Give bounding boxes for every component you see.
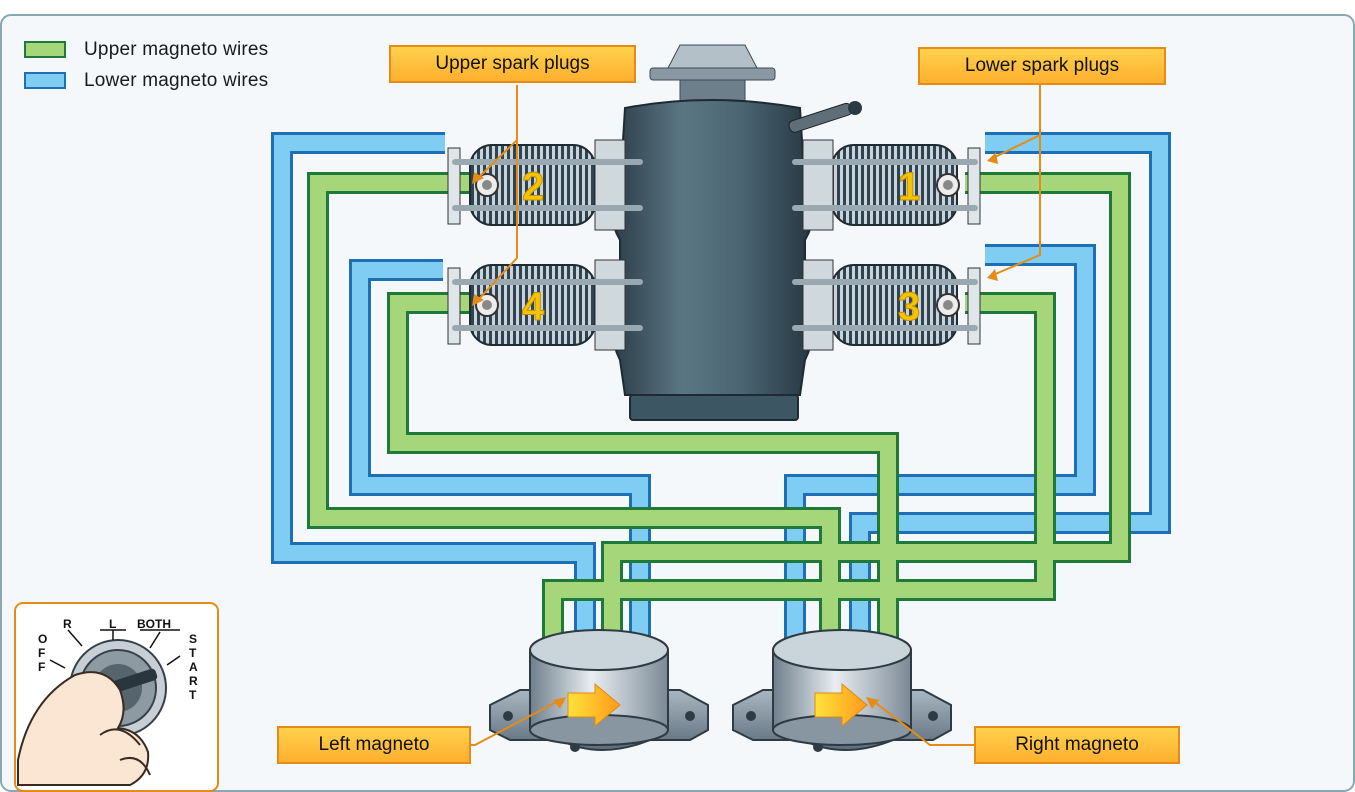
crankcase bbox=[611, 99, 814, 396]
callout-upper-spark-plugs: Upper spark plugs bbox=[389, 45, 636, 83]
right-magneto bbox=[732, 629, 952, 752]
legend: Upper magneto wires Lower magneto wires bbox=[24, 34, 268, 96]
switch-position-l: L bbox=[109, 617, 116, 631]
callout-lower-spark-plugs: Lower spark plugs bbox=[918, 47, 1166, 85]
cylinder-4-number: 4 bbox=[522, 285, 545, 329]
legend-label-lower: Lower magneto wires bbox=[84, 69, 269, 91]
legend-item-upper: Upper magneto wires bbox=[24, 34, 268, 65]
legend-swatch-upper bbox=[24, 41, 66, 58]
legend-label-upper: Upper magneto wires bbox=[84, 38, 269, 60]
cylinder-3-number: 3 bbox=[898, 285, 920, 329]
cylinder-2-number: 2 bbox=[522, 165, 544, 209]
cylinder-2: 2 bbox=[447, 139, 643, 231]
cylinder-4: 4 bbox=[447, 259, 643, 351]
callout-arrowheads bbox=[472, 152, 998, 709]
callout-left-magneto: Left magneto bbox=[277, 726, 471, 764]
left-magneto bbox=[489, 629, 709, 752]
switch-position-both: BOTH bbox=[137, 617, 171, 631]
switch-position-r: R bbox=[63, 617, 72, 631]
engine: 2 4 1 bbox=[447, 44, 981, 421]
legend-swatch-lower bbox=[24, 72, 66, 89]
cylinder-3: 3 bbox=[792, 259, 981, 351]
callout-right-magneto: Right magneto bbox=[974, 726, 1180, 764]
legend-item-lower: Lower magneto wires bbox=[24, 65, 268, 96]
cylinder-1-number: 1 bbox=[898, 165, 920, 209]
cylinder-1: 1 bbox=[792, 139, 981, 231]
upper-magneto-wires bbox=[307, 172, 1131, 655]
callout-leader-lines bbox=[452, 85, 1041, 746]
